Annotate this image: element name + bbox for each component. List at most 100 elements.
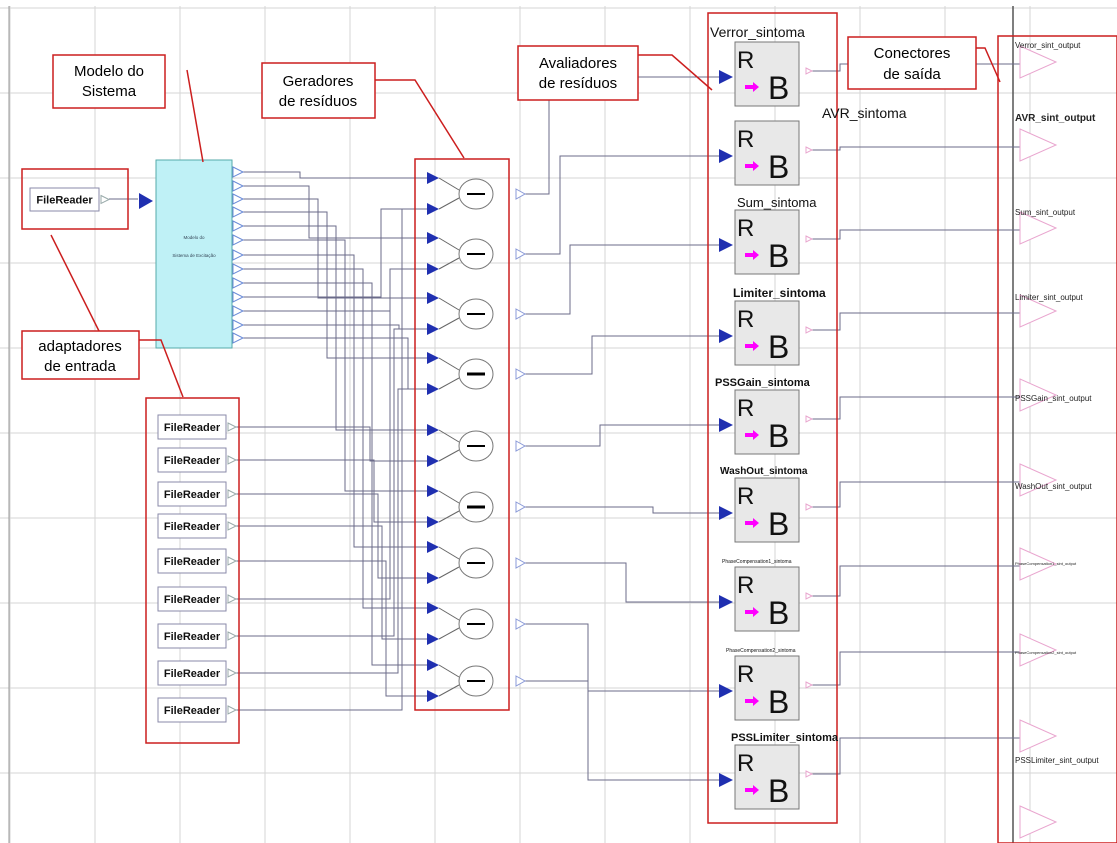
rb-symbol-b: B [768, 329, 789, 365]
file-reader-1[interactable]: FileReader [157, 414, 227, 440]
file-reader-output-port [227, 455, 238, 465]
residual-generator-2[interactable] [438, 297, 494, 330]
residual-generator-8[interactable] [438, 664, 494, 697]
rb-symbol-r: R [737, 750, 754, 777]
residual-evaluator-6[interactable]: RB [734, 566, 800, 632]
generator-input-minus-2 [427, 323, 439, 335]
evaluator-label-1: AVR_sintoma [822, 105, 907, 121]
residual-generator-5[interactable] [438, 490, 494, 523]
file-reader-output-port [227, 631, 238, 641]
file-reader-9[interactable]: FileReader [157, 697, 227, 723]
evaluator-label-5: WashOut_sintoma [720, 466, 808, 477]
output-label-3: Limiter_sint_output [1015, 293, 1083, 302]
wire-reader-gen-7 [236, 388, 427, 674]
file-reader-label: FileReader [164, 668, 221, 680]
output-label-8: PSSLimiter_sint_output [1015, 756, 1099, 765]
rb-arrow-icon [745, 696, 759, 706]
rb-arrow-icon [745, 518, 759, 528]
output-label-6: PhaseCompensation1_sint_output [1015, 561, 1077, 566]
frame-input-adapter-top [21, 168, 129, 230]
wire-gen-eval-6 [525, 562, 719, 603]
output-connector-8[interactable] [1019, 719, 1058, 753]
rb-symbol-r: R [737, 47, 754, 74]
generator-input-plus-1 [427, 232, 439, 244]
model-output-port-7 [232, 263, 245, 275]
rb-arrow-icon [745, 785, 759, 795]
file-reader-top[interactable]: FileReader [29, 187, 100, 212]
residual-evaluator-7[interactable]: RB [734, 655, 800, 721]
output-connector-4[interactable] [1019, 378, 1058, 412]
wire-reader-gen-3 [236, 525, 427, 640]
output-connector-2[interactable] [1019, 211, 1058, 245]
residual-generator-3[interactable] [438, 357, 494, 390]
rb-symbol-b: B [768, 418, 789, 454]
output-connector-7[interactable] [1019, 633, 1058, 667]
wire-gen-eval-7 [525, 623, 719, 692]
file-reader-label: FileReader [164, 521, 221, 533]
file-reader-2[interactable]: FileReader [157, 447, 227, 473]
residual-generator-7[interactable] [438, 607, 494, 640]
wire-eval-out-7 [812, 651, 1024, 686]
model-block-label-1: Modelo do [183, 235, 205, 240]
evaluator-output-port-6 [805, 592, 814, 600]
rb-symbol-b: B [768, 684, 789, 720]
wire-eval-out-2 [812, 229, 1024, 240]
file-reader-label: FileReader [164, 705, 221, 717]
callout-modelo-line2: Sistema [82, 83, 137, 100]
evaluator-label-6: PhaseCompensation1_sintoma [722, 559, 792, 565]
model-output-port-1 [232, 180, 245, 192]
callouts: Modelo do Sistema Geradores de resíduos … [21, 12, 1117, 843]
output-connector-1[interactable] [1019, 128, 1058, 162]
residual-generator-1[interactable] [438, 237, 494, 270]
callout-conectores-line2: de saída [883, 66, 941, 83]
file-reader-5[interactable]: FileReader [157, 548, 227, 574]
system-model-block[interactable]: Modelo do Sistema de Excitação [155, 159, 233, 349]
output-connector-9[interactable] [1019, 805, 1058, 839]
model-input-port [139, 193, 153, 209]
output-label-7: PhaseCompensation2_sint_output [1015, 650, 1077, 655]
file-reader-8[interactable]: FileReader [157, 660, 227, 686]
evaluator-output-port-2 [805, 235, 814, 243]
wire-model-gen-0 [243, 171, 427, 179]
rb-arrow-icon [745, 161, 759, 171]
file-reader-6[interactable]: FileReader [157, 586, 227, 612]
evaluator-output-port-5 [805, 503, 814, 511]
wire-model-gen-3 [243, 211, 427, 359]
wire-eval-out-8 [812, 737, 1024, 775]
output-connector-6[interactable] [1019, 547, 1058, 581]
file-reader-4[interactable]: FileReader [157, 513, 227, 539]
callout-modelo: Modelo do Sistema [52, 54, 204, 163]
residual-evaluator-1[interactable]: RB [734, 120, 800, 186]
callout-adaptadores-line1: adaptadores [38, 338, 121, 355]
residual-evaluator-0[interactable]: RB [734, 41, 800, 107]
wire-gen-eval-4 [525, 424, 719, 447]
residual-generator-4[interactable] [438, 429, 494, 462]
residual-generator-6[interactable] [438, 546, 494, 579]
rb-symbol-b: B [768, 773, 789, 809]
residual-evaluator-3[interactable]: RB [734, 300, 800, 366]
rb-symbol-b: B [768, 595, 789, 631]
rb-arrow-icon [745, 341, 759, 351]
file-reader-label: FileReader [164, 489, 221, 501]
residual-evaluator-4[interactable]: RB [734, 389, 800, 455]
wire-gen-eval-2 [525, 244, 719, 315]
output-connector-5[interactable] [1019, 463, 1058, 497]
residual-evaluator-5[interactable]: RB [734, 477, 800, 543]
evaluator-output-port-0 [805, 67, 814, 75]
residual-evaluator-8[interactable]: RB [734, 744, 800, 810]
generator-output-port-8 [515, 675, 527, 687]
texts: Verror_sintomaAVR_sintomaSum_sintomaLimi… [710, 24, 1099, 765]
residual-evaluator-2[interactable]: RB [734, 209, 800, 275]
model-output-port-6 [232, 249, 245, 261]
file-reader-7[interactable]: FileReader [157, 623, 227, 649]
file-reader-label: FileReader [164, 556, 221, 568]
residual-generator-0[interactable] [438, 177, 494, 210]
file-reader-3[interactable]: FileReader [157, 481, 227, 507]
generator-input-minus-4 [427, 455, 439, 467]
output-connector-3[interactable] [1019, 294, 1058, 328]
rb-symbol-r: R [737, 126, 754, 153]
generator-output-port-2 [515, 308, 527, 320]
model-output-port-10 [232, 305, 245, 317]
generator-input-minus-0 [427, 203, 439, 215]
output-connector-0[interactable] [1019, 45, 1058, 79]
